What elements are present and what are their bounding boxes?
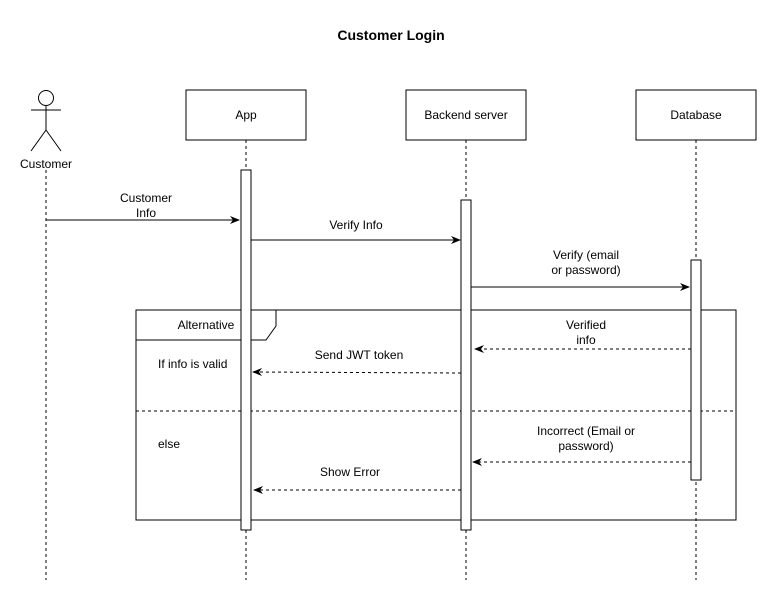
alt-operator-label: Alternative xyxy=(178,318,235,332)
database-label: Database xyxy=(670,108,722,122)
customer-actor xyxy=(30,90,62,152)
backend-activation-bar xyxy=(460,199,472,531)
return-verified-info-line2: info xyxy=(576,333,596,347)
guard-else-label: else xyxy=(158,437,180,451)
database-activation-bar xyxy=(690,259,702,481)
return-verified-info-line1: Verified xyxy=(566,318,606,332)
message-verify-db-line1: Verify (email xyxy=(553,248,619,262)
backend-label: Backend server xyxy=(424,108,507,122)
message-verify-info-label: Verify Info xyxy=(329,218,383,232)
guard-valid-label: If info is valid xyxy=(158,357,227,371)
message-customer-info-line2: Info xyxy=(136,206,156,220)
app-label: App xyxy=(235,108,257,122)
customer-label: Customer xyxy=(20,157,72,171)
message-customer-info-line1: Customer xyxy=(120,191,172,205)
return-send-jwt-arrow xyxy=(252,368,462,377)
app-participant-box xyxy=(185,89,307,141)
backend-participant-box xyxy=(405,89,527,141)
diagram-title: Customer Login xyxy=(337,27,444,43)
actor-head xyxy=(38,90,54,106)
alt-fragment-frame xyxy=(135,309,737,521)
return-incorrect-line1: Incorrect (Email or xyxy=(537,424,635,438)
return-show-error-label: Show Error xyxy=(320,465,380,479)
return-incorrect-line2: password) xyxy=(558,439,613,453)
app-activation-bar xyxy=(240,169,252,531)
return-send-jwt-label: Send JWT token xyxy=(315,348,404,362)
database-participant-box xyxy=(635,89,757,141)
message-verify-db-line2: or password) xyxy=(551,263,620,277)
